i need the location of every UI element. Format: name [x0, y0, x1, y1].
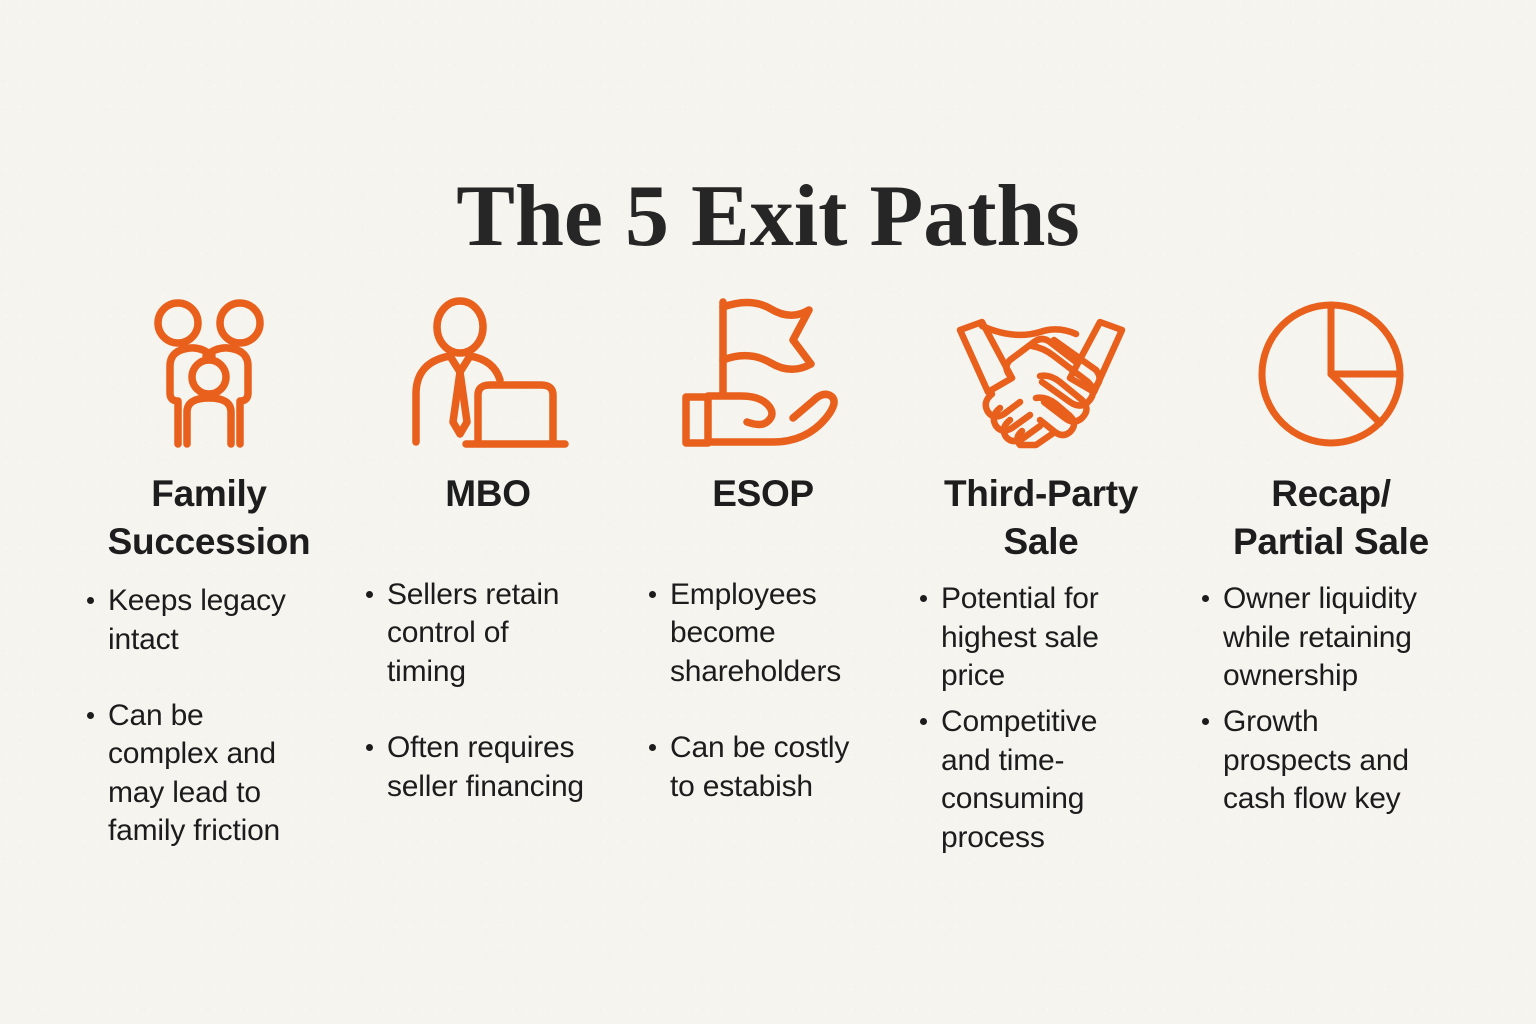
column-heading: ESOP: [712, 473, 814, 514]
list-item: Growth prospects and cash flow key: [1196, 703, 1474, 818]
list-item-text: Employees become shareholders: [670, 578, 842, 688]
page-title: The 5 Exit Paths: [456, 167, 1080, 265]
column-heading: Recap/ Partial Sale: [1233, 473, 1429, 563]
bullet-dot-icon: [649, 591, 656, 599]
bullet-dot-icon: [920, 718, 927, 726]
exit-path-column-family-succession: Family Succession Keeps legacy intact Ca…: [78, 288, 340, 851]
exit-path-column-esop: ESOP Employees become shareholders Can b…: [636, 288, 890, 806]
bullet-dot-icon: [87, 711, 94, 719]
column-heading: Family Succession: [107, 473, 311, 563]
handshake-icon: [907, 288, 1175, 449]
bullet-dot-icon: [1202, 718, 1209, 726]
list-item: Often requires seller financing: [360, 729, 622, 806]
exit-paths-columns: Family Succession Keeps legacy intact Ca…: [78, 288, 1470, 857]
list-item-text: Owner liquidity while retaining ownershi…: [1223, 582, 1417, 692]
exit-path-column-mbo: MBO Sellers retain control of timing Oft…: [357, 288, 619, 806]
list-item: Competitive and time- consuming process: [914, 703, 1182, 857]
list-item: Can be complex and may lead to family fr…: [81, 697, 343, 851]
hand-holding-flag-icon: [636, 288, 890, 448]
exit-path-column-recap-partial-sale: Recap/ Partial Sale Owner liquidity whil…: [1192, 288, 1470, 819]
list-item: Sellers retain control of timing: [360, 576, 622, 691]
bullet-dot-icon: [87, 597, 94, 605]
bullet-dot-icon: [920, 595, 927, 603]
list-item-text: Competitive and time- consuming process: [941, 705, 1098, 854]
list-item-text: Can be complex and may lead to family fr…: [108, 698, 281, 848]
list-item-text: Often requires seller financing: [387, 731, 584, 803]
businessman-laptop-icon: [357, 288, 619, 448]
list-item-text: Growth prospects and cash flow key: [1223, 705, 1409, 816]
list-item-text: Potential for highest sale price: [941, 582, 1099, 692]
list-item: Employees become shareholders: [643, 576, 897, 691]
bullet-dot-icon: [366, 591, 373, 599]
list-item: Potential for highest sale price: [914, 580, 1182, 695]
family-group-icon: [78, 288, 340, 448]
benefits-list: Sellers retain control of timing Often r…: [354, 576, 622, 806]
list-item-text: Sellers retain control of timing: [387, 578, 560, 688]
exit-path-column-third-party-sale: Third-Party Sale Potential for highest s…: [907, 288, 1175, 857]
benefits-list: Potential for highest sale price Competi…: [900, 580, 1182, 857]
column-heading: MBO: [445, 473, 531, 514]
list-item-text: Keeps legacy intact: [108, 584, 286, 656]
bullet-dot-icon: [1202, 595, 1209, 603]
list-item-text: Can be costly to estabish: [670, 731, 850, 803]
pie-chart-icon: [1192, 288, 1470, 448]
list-item: Owner liquidity while retaining ownershi…: [1196, 580, 1474, 695]
list-item: Keeps legacy intact: [81, 582, 343, 659]
benefits-list: Owner liquidity while retaining ownershi…: [1188, 580, 1474, 818]
list-item: Can be costly to estabish: [643, 729, 897, 806]
benefits-list: Keeps legacy intact Can be complex and m…: [75, 582, 343, 850]
bullet-dot-icon: [366, 744, 373, 752]
benefits-list: Employees become shareholders Can be cos…: [629, 576, 897, 806]
bullet-dot-icon: [649, 744, 656, 752]
column-heading: Third-Party Sale: [943, 473, 1139, 563]
